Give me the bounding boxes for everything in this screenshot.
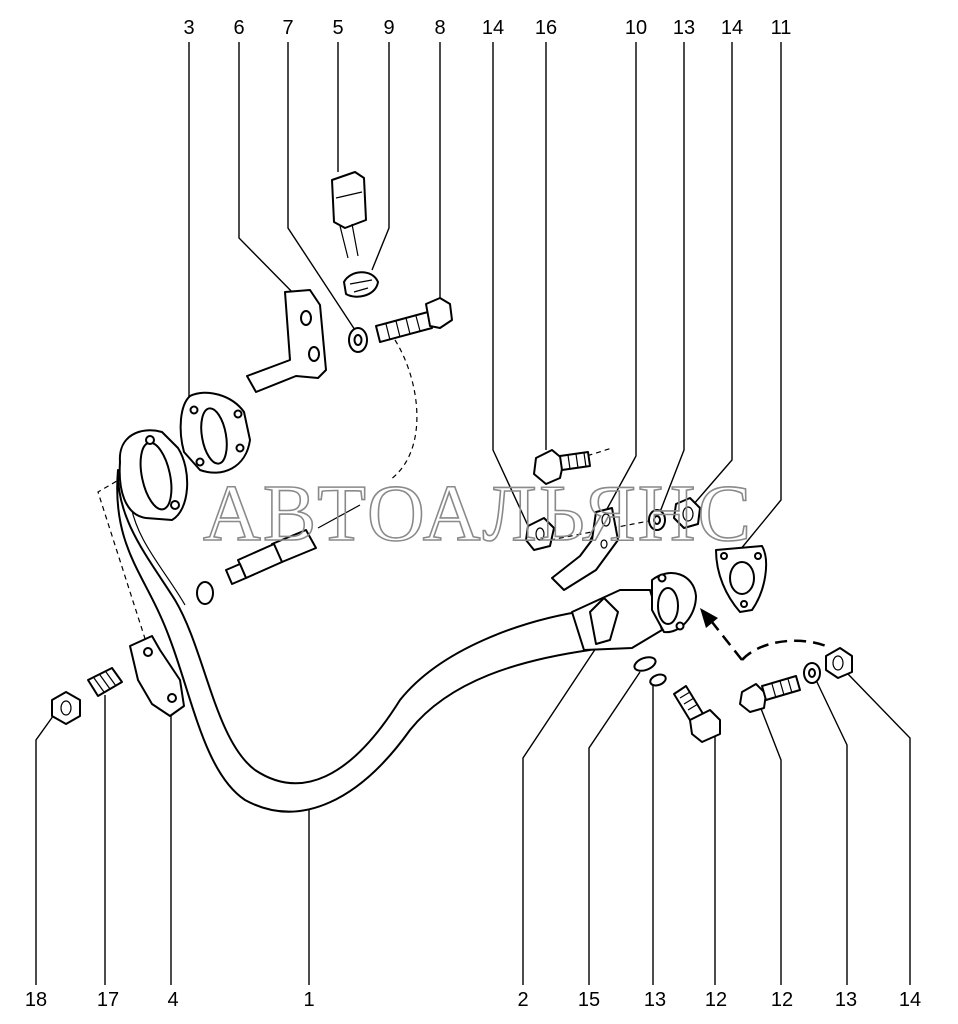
- callout-15: 15: [578, 989, 600, 1011]
- nut-14-right: [673, 497, 701, 529]
- bolt-12-vertical: [673, 685, 721, 743]
- bolt-12-horizontal: [739, 675, 801, 713]
- bracket-10: [551, 507, 619, 591]
- bolt-8: [375, 297, 453, 343]
- washers-bottom: [633, 656, 667, 687]
- bracket-6: [246, 289, 327, 393]
- callout-3: 3: [183, 17, 194, 39]
- bottom-leader-lines: [35, 647, 911, 985]
- front-flange: [118, 429, 189, 521]
- washer-13-right: [803, 662, 821, 684]
- arrow-head: [700, 608, 718, 628]
- callout-11: 11: [771, 17, 792, 39]
- callout-13-top: 13: [673, 17, 695, 39]
- callout-6: 6: [233, 17, 244, 39]
- callout-13-bottom-left: 13: [644, 989, 666, 1011]
- callout-4: 4: [167, 989, 178, 1011]
- callout-10: 10: [625, 17, 647, 39]
- callout-8: 8: [434, 17, 445, 39]
- callout-13-bottom-right: 13: [835, 989, 857, 1011]
- watermark: АВТОАЛЬЯНС: [203, 470, 753, 558]
- callout-14-bottom: 14: [899, 989, 921, 1011]
- callout-2: 2: [517, 989, 528, 1011]
- nut-14-bottom: [825, 647, 853, 679]
- callout-14-top-left: 14: [482, 17, 504, 39]
- callout-9: 9: [383, 17, 394, 39]
- gasket-3: [179, 391, 251, 474]
- nut-18: [51, 691, 81, 725]
- plate-4: [129, 635, 185, 717]
- callout-14-top-right: 14: [721, 17, 743, 39]
- nut-14-left: [525, 517, 555, 551]
- gasket-11: [715, 545, 768, 613]
- callout-12-right: 12: [771, 989, 793, 1011]
- oxygen-sensor-connector-5: [331, 171, 367, 259]
- rear-flange-clamp-2: [571, 572, 697, 651]
- washer-13-top: [648, 509, 666, 531]
- callout-16: 16: [535, 17, 557, 39]
- bottom-callouts: 18 17 4 1 2 15 13 12 12 13 14: [25, 989, 921, 1011]
- stud-17: [87, 667, 123, 697]
- oxygen-sensor: [225, 504, 361, 585]
- clip-9: [343, 271, 379, 298]
- callout-7: 7: [282, 17, 293, 39]
- top-leader-lines: [188, 42, 782, 551]
- bolt-16: [533, 449, 591, 485]
- callout-18: 18: [25, 989, 47, 1011]
- callout-17: 17: [97, 989, 119, 1011]
- top-callouts: 3 6 7 5 9 8 14 16 10 13 14 11: [183, 17, 791, 39]
- callout-5: 5: [332, 17, 343, 39]
- callout-1: 1: [303, 989, 314, 1011]
- washer-7: [348, 327, 368, 353]
- callout-12-left: 12: [705, 989, 727, 1011]
